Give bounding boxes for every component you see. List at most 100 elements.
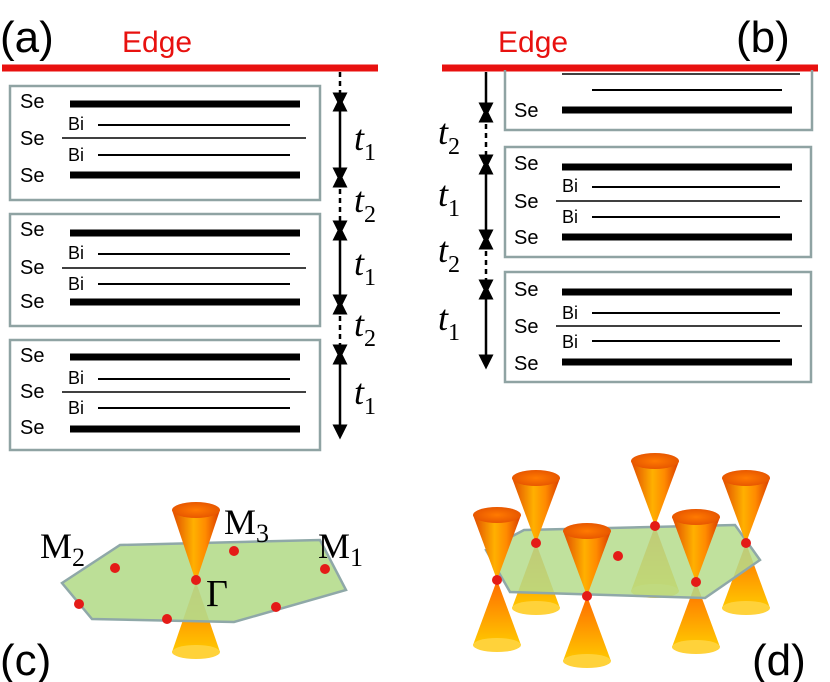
panel-a-block-3: Se Bi Se Bi Se <box>8 338 322 452</box>
quintuple-layer-box <box>503 270 813 384</box>
upper-cone <box>512 478 560 543</box>
t2-label: t2 <box>354 180 376 228</box>
cone-top <box>512 470 560 486</box>
se-label: Se <box>20 257 44 279</box>
bi-label: Bi <box>562 207 578 227</box>
cone-base <box>473 638 521 652</box>
bi-label: Bi <box>68 114 84 134</box>
t2-label: t2 <box>438 230 460 278</box>
se-label: Se <box>514 279 538 301</box>
bi-label: Bi <box>68 398 84 418</box>
panel-d-label: (d) <box>752 636 806 682</box>
cone-base <box>672 640 720 654</box>
lower-cone <box>722 543 770 613</box>
brillouin-zone-plane <box>60 538 348 624</box>
panel-c-label: (c) <box>0 636 51 682</box>
plane-point-dot <box>613 551 623 561</box>
panel-c: M2 M3 M1 Γ (c) <box>0 502 363 682</box>
se-label: Se <box>20 345 44 367</box>
dirac-point-dot <box>741 538 751 548</box>
gamma-label: Γ <box>206 573 228 615</box>
panel-d <box>473 453 770 668</box>
cone-base <box>722 601 770 615</box>
quintuple-layer-box <box>503 145 813 259</box>
partial-layer-box <box>503 70 814 132</box>
m-point-dot <box>271 602 281 612</box>
gamma-point-dot <box>191 575 201 585</box>
m2-label: M2 <box>40 526 85 572</box>
se-label: Se <box>20 128 44 150</box>
panel-a-block-2: Se Bi Se Bi Se <box>8 212 322 328</box>
cone-top <box>563 523 611 539</box>
bi-label: Bi <box>562 332 578 352</box>
cone-base <box>512 601 560 615</box>
panel-b-partial-block: Se <box>503 70 814 132</box>
t1-label: t1 <box>354 243 376 291</box>
se-label: Se <box>20 219 44 241</box>
se-label: Se <box>514 191 538 213</box>
m-point-dot <box>162 614 172 624</box>
dirac-point-dot <box>531 538 541 548</box>
m3-point-dot <box>229 546 239 556</box>
cone-top <box>722 470 770 486</box>
quintuple-layer-box <box>8 212 322 328</box>
upper-cone <box>473 515 521 580</box>
panel-b-block-2: Se Bi Se Bi Se <box>503 270 813 384</box>
bi-label: Bi <box>562 176 578 196</box>
cone-top <box>672 509 720 525</box>
panel-a-block-1: Se Bi Se Bi Se <box>8 84 322 202</box>
se-label: Se <box>514 316 538 338</box>
bi-label: Bi <box>68 368 84 388</box>
upper-cone <box>172 502 220 582</box>
panel-b: (b) Edge Se Se Bi Se Bi Se Se <box>438 13 818 384</box>
t1-label: t1 <box>354 118 376 166</box>
t1-label: t1 <box>438 298 460 346</box>
bi-label: Bi <box>562 303 578 323</box>
cone-base <box>563 654 611 668</box>
panel-a-label: (a) <box>0 13 54 62</box>
se-label: Se <box>20 165 44 187</box>
dirac-point-dot <box>582 591 592 601</box>
quintuple-layer-box <box>8 84 322 202</box>
upper-cone <box>631 461 679 526</box>
upper-cone <box>722 478 770 543</box>
panel-b-block-1: Se Bi Se Bi Se <box>503 145 813 259</box>
upper-cone <box>563 531 611 596</box>
m2-point-dot <box>110 563 120 573</box>
m1-point-dot <box>320 564 330 574</box>
bi-label: Bi <box>68 274 84 294</box>
cone-base <box>172 645 220 659</box>
panel-a: (a) Edge Se Bi Se Bi Se Se Bi Se Bi <box>0 13 378 452</box>
panel-b-edge-label: Edge <box>498 26 568 59</box>
bi-label: Bi <box>68 145 84 165</box>
m1-label: M1 <box>318 526 363 572</box>
m3-label: M3 <box>224 502 269 548</box>
quintuple-layer-box <box>8 338 322 452</box>
se-label: Se <box>514 227 538 249</box>
t2-label: t2 <box>354 304 376 352</box>
lower-cone <box>563 596 611 666</box>
se-label: Se <box>514 153 538 175</box>
se-label: Se <box>20 291 44 313</box>
panel-a-spacing-arrows: t1 t2 t1 t2 t1 <box>332 72 376 440</box>
se-label: Se <box>20 417 44 439</box>
panel-a-edge-label: Edge <box>122 26 192 59</box>
cone-top <box>631 453 679 469</box>
cone-top <box>473 507 521 523</box>
upper-cone <box>672 517 720 582</box>
se-label: Se <box>20 91 44 113</box>
cone-body <box>172 510 220 582</box>
dirac-point-dot <box>650 521 660 531</box>
m-point-dot <box>74 599 84 609</box>
t1-label: t1 <box>354 372 376 420</box>
panel-b-spacing-arrows: t2 t1 t2 t1 <box>438 72 494 370</box>
se-label: Se <box>20 381 44 403</box>
lower-cone <box>473 580 521 650</box>
cone-top <box>172 502 220 518</box>
dirac-point-dot <box>492 575 502 585</box>
panel-b-label: (b) <box>736 13 790 62</box>
t2-label: t2 <box>438 112 460 160</box>
bi-label: Bi <box>68 243 84 263</box>
t1-label: t1 <box>438 174 460 222</box>
